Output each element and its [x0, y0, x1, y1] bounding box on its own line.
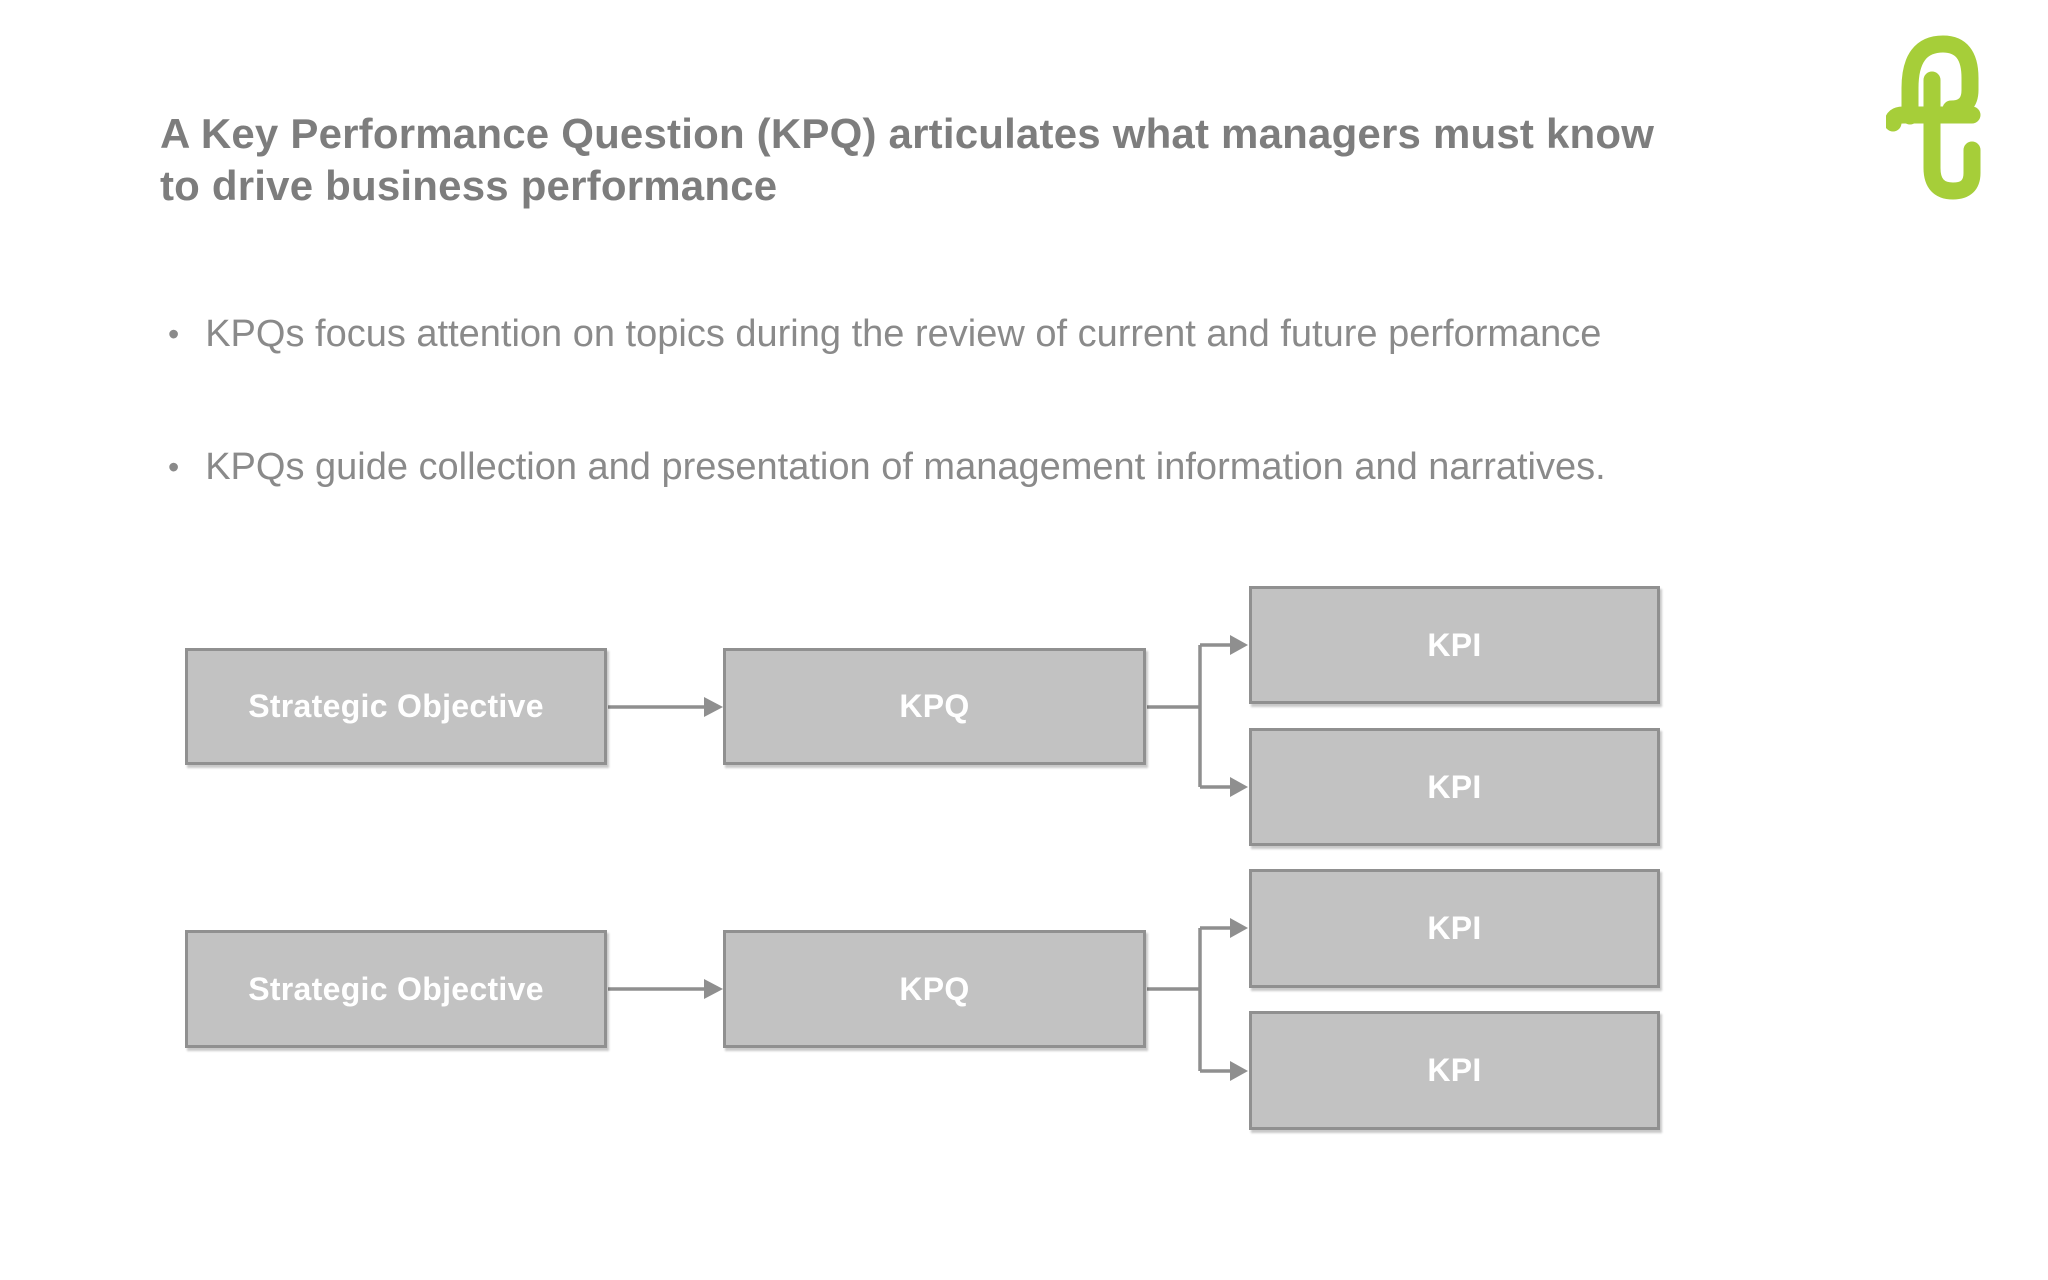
kpi-box-4: KPI: [1249, 1011, 1660, 1130]
logo-stem-stroke: [1923, 71, 1981, 200]
arrowhead-icon: [1230, 1061, 1248, 1081]
page-title-line-1: A Key Performance Question (KPQ) articul…: [160, 110, 1655, 157]
bullet-dot-icon: •: [168, 449, 180, 486]
page-title-line-2: to drive business performance: [160, 162, 778, 210]
arrowhead-icon: [1230, 777, 1248, 797]
kpi-box-3: KPI: [1249, 869, 1660, 988]
bullet-text-1: KPQs focus attention on topics during th…: [205, 313, 1602, 355]
arrowhead-icon: [704, 979, 723, 999]
arrowhead-icon: [1230, 918, 1248, 938]
strategic-objective-box-1: Strategic Objective: [185, 648, 607, 765]
page-title: A Key Performance Question (KPQ) articul…: [160, 108, 1840, 212]
bullet-text-2: KPQs guide collection and presentation o…: [205, 446, 1606, 489]
kpi-box-2: KPI: [1249, 728, 1660, 846]
kpq-box-2: KPQ: [723, 930, 1146, 1048]
kpq-box-1: KPQ: [723, 648, 1146, 765]
arrowhead-icon: [704, 697, 723, 717]
bullet-list: • KPQs focus attention on topics during …: [168, 310, 1788, 577]
f-logo-icon: [1886, 35, 1981, 200]
arrowhead-icon: [1230, 635, 1248, 655]
bullet-item-2: • KPQs guide collection and presentation…: [168, 443, 1788, 492]
bullet-dot-icon: •: [168, 316, 180, 352]
logo-arch-stroke: [1901, 35, 1979, 125]
strategic-objective-box-2: Strategic Objective: [185, 930, 607, 1048]
kpi-box-1: KPI: [1249, 586, 1660, 704]
logo-crossbar-stroke: [1886, 106, 1981, 132]
bullet-item-1: • KPQs focus attention on topics during …: [168, 310, 1788, 359]
